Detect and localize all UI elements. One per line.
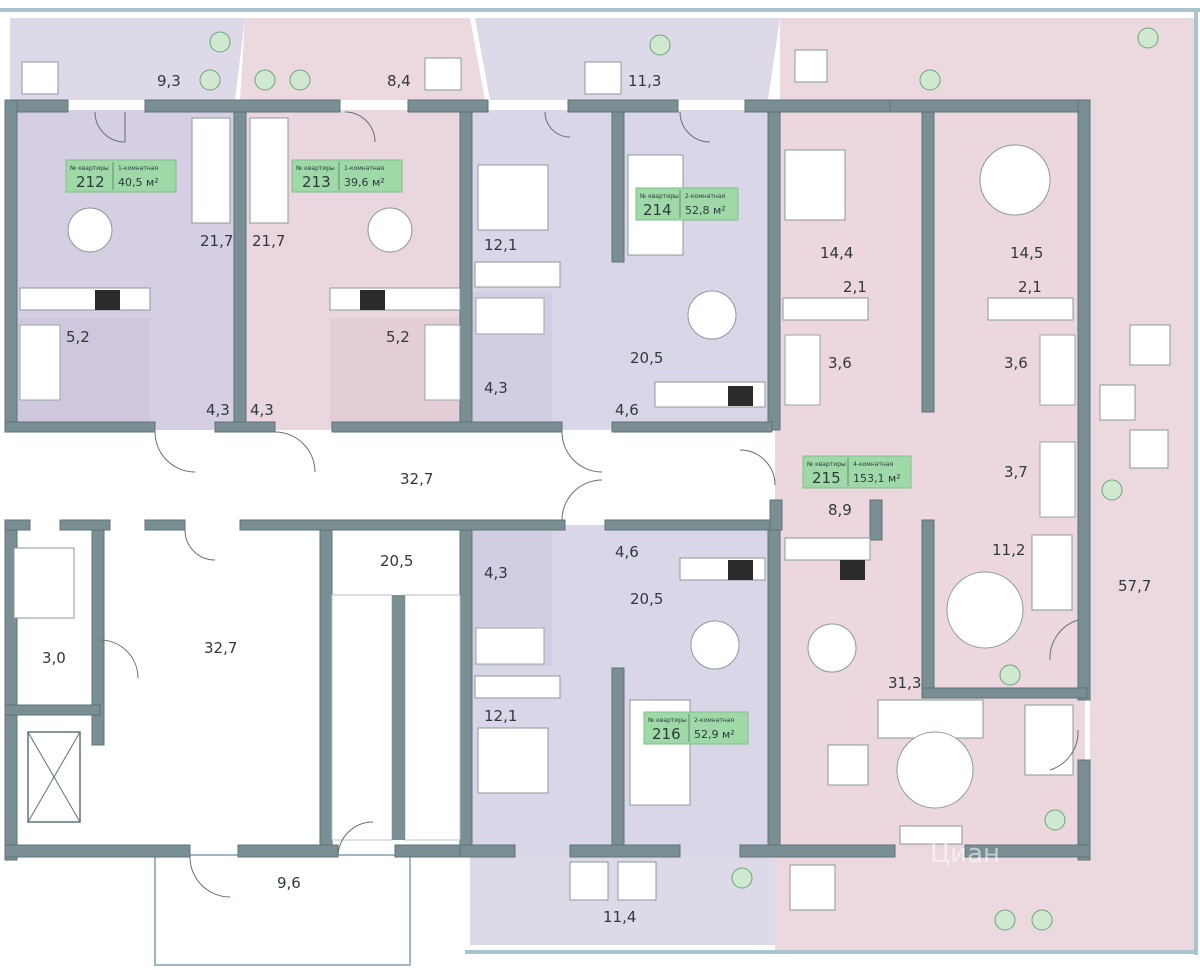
area-bedroom2-215: 14,5	[1010, 244, 1043, 262]
area-lobby: 32,7	[204, 639, 237, 657]
area-bedroom-216: 12,1	[484, 707, 517, 725]
svg-text:39,6 м²: 39,6 м²	[344, 176, 385, 189]
plants	[199, 27, 1159, 931]
area-living-212: 21,7	[200, 232, 233, 250]
svg-text:№ квартиры: № квартиры	[70, 165, 109, 172]
staircase	[331, 594, 461, 841]
area-terrace-215: 57,7	[1118, 577, 1151, 595]
area-balcony-214: 11,3	[628, 72, 661, 90]
area-bath3-215: 3,7	[1004, 463, 1028, 481]
area-utility: 3,0	[42, 649, 66, 667]
apt-label-215: № квартиры 4-комнатная 215 153,1 м²	[802, 455, 912, 489]
area-hall-212: 4,3	[206, 401, 230, 419]
apt-label-216: № квартиры 2-комнатная 216 52,9 м²	[643, 711, 749, 745]
area-balcony-213: 8,4	[387, 72, 411, 90]
area-closet2-215: 2,1	[1018, 278, 1042, 296]
apt-label-213: № квартиры 1-комнатная 213 39,6 м²	[291, 159, 403, 193]
svg-text:1-комнатная: 1-комнатная	[344, 165, 384, 172]
apt-label-212: № квартиры 1-комнатная 212 40,5 м²	[65, 159, 177, 193]
watermark-logo: Циан	[930, 839, 1000, 869]
svg-text:215: 215	[812, 469, 841, 487]
area-closet1-215: 2,1	[843, 278, 867, 296]
apt-label-214: № квартиры 2-комнатная 214 52,8 м²	[635, 187, 739, 221]
area-bath-212: 5,2	[66, 328, 90, 346]
area-bedroom-214: 12,1	[484, 236, 517, 254]
svg-text:2-комнатная: 2-комнатная	[685, 193, 725, 200]
area-bedroom3-215: 11,2	[992, 541, 1025, 559]
entrance-porch	[154, 854, 411, 966]
area-living-213: 21,7	[252, 232, 285, 250]
svg-text:40,5 м²: 40,5 м²	[118, 176, 159, 189]
svg-text:213: 213	[302, 173, 331, 191]
svg-text:№ квартиры: № квартиры	[648, 717, 687, 724]
area-bath-213: 5,2	[386, 328, 410, 346]
svg-text:№ квартиры: № квартиры	[807, 461, 846, 468]
area-bath-216: 4,3	[484, 564, 508, 582]
walls	[4, 99, 1091, 861]
svg-text:2-комнатная: 2-комнатная	[694, 717, 734, 724]
svg-text:№ квартиры: № квартиры	[296, 165, 335, 172]
area-hall-216: 4,6	[615, 543, 639, 561]
area-stair-hall: 20,5	[380, 552, 413, 570]
area-hall-213: 4,3	[250, 401, 274, 419]
svg-text:1-комнатная: 1-комнатная	[118, 165, 158, 172]
area-bedroom1-215: 14,4	[820, 244, 853, 262]
svg-text:214: 214	[643, 201, 672, 219]
area-hall-214: 4,6	[615, 401, 639, 419]
svg-text:153,1 м²: 153,1 м²	[853, 472, 901, 485]
svg-text:216: 216	[652, 725, 681, 743]
area-bath1-215: 3,6	[828, 354, 852, 372]
area-balcony-212: 9,3	[157, 72, 181, 90]
area-living-214: 20,5	[630, 349, 663, 367]
svg-text:52,8 м²: 52,8 м²	[685, 204, 726, 217]
terrace-215	[780, 18, 1198, 950]
corridor-floor	[5, 430, 775, 525]
balcony-214	[475, 18, 780, 100]
svg-text:4-комнатная: 4-комнатная	[853, 461, 893, 468]
svg-text:52,9 м²: 52,9 м²	[694, 728, 735, 741]
area-corridor: 32,7	[400, 470, 433, 488]
svg-text:№ квартиры: № квартиры	[640, 193, 679, 200]
svg-text:212: 212	[76, 173, 105, 191]
area-bath-214: 4,3	[484, 379, 508, 397]
elevator-cross-2	[27, 731, 81, 823]
area-living-216: 20,5	[630, 590, 663, 608]
area-hall-215: 8,9	[828, 501, 852, 519]
room-area-labels: 9,3 8,4 11,3 21,7 21,7 5,2 5,2 4,3 4,3 1…	[42, 72, 1151, 926]
balcony-212	[10, 18, 245, 100]
area-bath2-215: 3,6	[1004, 354, 1028, 372]
doors	[94, 111, 1079, 898]
furniture	[13, 49, 1171, 911]
area-entrance: 9,6	[277, 874, 301, 892]
area-balcony-216: 11,4	[603, 908, 636, 926]
area-living-215: 31,3	[888, 674, 921, 692]
